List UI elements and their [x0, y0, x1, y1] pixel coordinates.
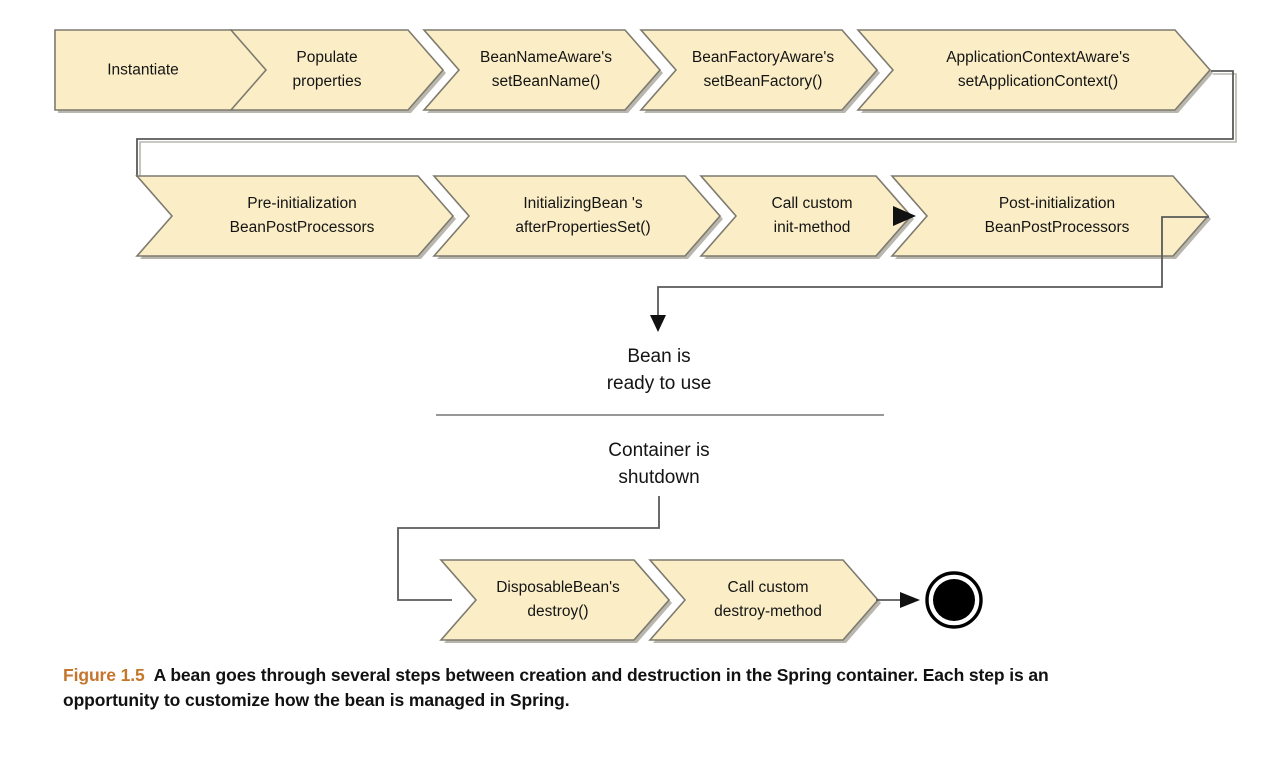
step-populate-properties: Populate properties	[229, 29, 445, 111]
arrowhead-to-ready-icon	[650, 315, 666, 332]
figure-caption-text: A bean goes through several steps betwee…	[63, 665, 1049, 711]
connector-row1-to-row2	[136, 70, 1234, 177]
step-call-custom-init-method-line2: init-method	[774, 219, 851, 236]
step-bean-name-aware-line1: BeanNameAware's	[480, 49, 612, 66]
step-post-initialization-bpp-line1: Post-initialization	[999, 195, 1115, 212]
step-disposable-bean-destroy-line1: DisposableBean's	[496, 579, 620, 596]
figure-number: Figure 1.5	[63, 665, 145, 685]
step-call-custom-destroy-method-line2: destroy-method	[714, 603, 822, 620]
step-populate-properties-line1: Populate	[296, 49, 357, 66]
state-container-shutdown-line2: shutdown	[618, 467, 699, 488]
step-bean-factory-aware-line2: setBeanFactory()	[704, 73, 823, 90]
inline-arrowhead-icon	[893, 206, 916, 226]
state-container-shutdown-line1: Container is	[608, 440, 709, 461]
step-application-context-aware-line1: ApplicationContextAware's	[946, 49, 1130, 66]
bean-lifecycle-diagram: Instantiate Populate properties BeanName…	[54, 29, 1237, 643]
step-disposable-bean-destroy: DisposableBean's destroy()	[439, 559, 671, 641]
state-bean-ready: Bean is ready to use	[607, 346, 712, 394]
step-bean-factory-aware-line1: BeanFactoryAware's	[692, 49, 834, 66]
step-pre-initialization-bpp-line1: Pre-initialization	[247, 195, 356, 212]
step-populate-properties-line2: properties	[293, 73, 362, 90]
step-bean-factory-aware: BeanFactoryAware's setBeanFactory()	[639, 29, 879, 111]
step-post-initialization-bpp: Post-initialization BeanPostProcessors	[890, 175, 1210, 257]
step-call-custom-init-method: Call custom init-method	[699, 175, 913, 257]
final-state-icon	[925, 571, 983, 629]
step-call-custom-destroy-method-line1: Call custom	[728, 579, 809, 596]
step-initializing-bean-line2: afterPropertiesSet()	[515, 219, 650, 236]
step-call-custom-destroy-method: Call custom destroy-method	[648, 559, 880, 641]
connector-shutdown-to-destroy	[397, 496, 660, 601]
step-instantiate-label: Instantiate	[107, 62, 179, 79]
connector-row2-to-ready	[657, 216, 1209, 318]
step-pre-initialization-bpp-line2: BeanPostProcessors	[230, 219, 375, 236]
arrowhead-to-final-icon	[900, 592, 920, 608]
state-bean-ready-line2: ready to use	[607, 373, 712, 394]
step-bean-name-aware: BeanNameAware's setBeanName()	[422, 29, 662, 111]
step-application-context-aware-line2: setApplicationContext()	[958, 73, 1118, 90]
step-bean-name-aware-line2: setBeanName()	[492, 73, 601, 90]
state-bean-ready-line1: Bean is	[627, 346, 690, 367]
step-post-initialization-bpp-line2: BeanPostProcessors	[985, 219, 1130, 236]
step-call-custom-init-method-line1: Call custom	[772, 195, 853, 212]
step-pre-initialization-bpp: Pre-initialization BeanPostProcessors	[135, 175, 455, 257]
step-application-context-aware: ApplicationContextAware's setApplication…	[856, 29, 1212, 111]
state-container-shutdown: Container is shutdown	[608, 440, 709, 488]
step-instantiate: Instantiate	[54, 29, 269, 111]
connector-row1-row2-shadow	[139, 73, 1237, 178]
step-initializing-bean-line1: InitializingBean 's	[523, 195, 643, 212]
step-disposable-bean-destroy-line2: destroy()	[527, 603, 588, 620]
step-initializing-bean: InitializingBean 's afterPropertiesSet()	[432, 175, 722, 257]
